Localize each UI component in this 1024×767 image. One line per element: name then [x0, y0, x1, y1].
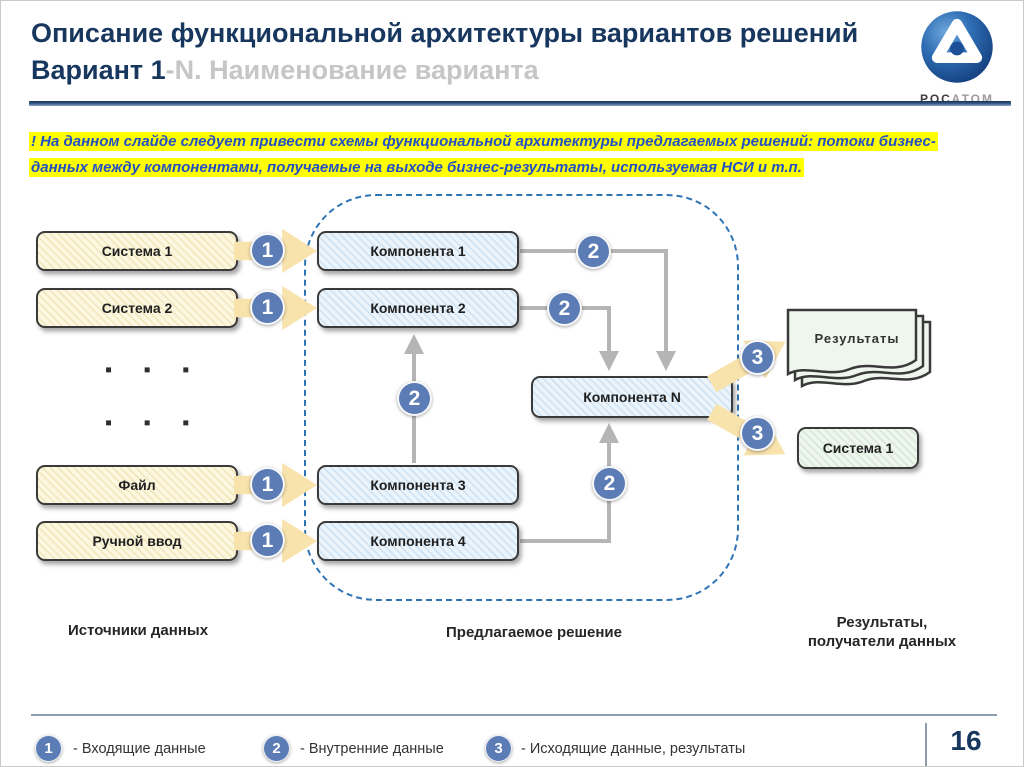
legend-marker-incoming: 1 [35, 735, 62, 762]
label-data-sources: Источники данных [67, 622, 209, 639]
marker-incoming: 1 [250, 290, 285, 325]
footer-divider [31, 714, 997, 716]
legend-marker-internal: 2 [263, 735, 290, 762]
sources-ellipsis: ▪ ▪ ▪ [105, 412, 203, 434]
label-results-line1: Результаты, [836, 614, 928, 631]
page-number: 16 [950, 725, 982, 756]
marker-incoming: 1 [250, 467, 285, 502]
instruction-note-text: ! На данном слайде следует привести схем… [29, 132, 938, 177]
title-variant-dark: Вариант 1 [31, 55, 166, 85]
output-box-system-1: Система 1 [797, 427, 919, 469]
source-box-label: Система 2 [101, 300, 173, 316]
label-proposed-solution: Предлагаемое решение [446, 624, 622, 641]
component-box-label: Компонента N [583, 389, 681, 405]
marker-internal: 2 [397, 381, 432, 416]
label-results-line2: получатели данных [807, 633, 957, 650]
marker-outgoing: 3 [740, 416, 775, 451]
component-box-3: Компонента 3 [317, 465, 519, 505]
legend-label-incoming: - Входящие данные [73, 741, 206, 757]
output-box-label: Система 1 [822, 440, 894, 456]
sources-ellipsis: ▪ ▪ ▪ [105, 359, 203, 381]
page-title-line1: Описание функциональной архитектуры вари… [31, 18, 859, 48]
marker-internal: 2 [547, 291, 582, 326]
page-title: Описание функциональной архитектуры вари… [31, 15, 911, 89]
results-stack-label: Результаты [814, 331, 900, 346]
marker-outgoing: 3 [740, 340, 775, 375]
results-document-stack-icon [786, 308, 932, 389]
source-box-system-2: Система 2 [36, 288, 238, 328]
page-title-line2: Вариант 1-N. Наименование варианта [31, 52, 911, 89]
legend-label-internal: - Внутренние данные [300, 741, 444, 757]
component-box-label: Компонента 4 [370, 533, 466, 549]
solution-dashed-frame [304, 194, 739, 601]
component-box-4: Компонента 4 [317, 521, 519, 561]
page-number-divider [925, 723, 927, 766]
component-box-1: Компонента 1 [317, 231, 519, 271]
source-box-manual-input: Ручной ввод [36, 521, 238, 561]
title-variant-gray: -N. Наименование варианта [165, 55, 539, 85]
source-box-label: Ручной ввод [92, 533, 182, 549]
component-box-n: Компонента N [531, 376, 733, 418]
instruction-note: ! На данном слайде следует привести схем… [29, 129, 941, 181]
header-divider [29, 101, 1011, 106]
rosatom-logo-icon [921, 11, 993, 83]
component-box-2: Компонента 2 [317, 288, 519, 328]
component-box-label: Компонента 1 [370, 243, 466, 259]
marker-incoming: 1 [250, 233, 285, 268]
component-box-label: Компонента 2 [370, 300, 466, 316]
component-box-label: Компонента 3 [370, 477, 466, 493]
source-box-label: Система 1 [101, 243, 173, 259]
source-box-system-1: Система 1 [36, 231, 238, 271]
marker-incoming: 1 [250, 523, 285, 558]
label-results-recipients: Результаты, получатели данных [789, 613, 975, 651]
legend-label-outgoing: - Исходящие данные, результаты [521, 741, 746, 757]
marker-internal: 2 [592, 466, 627, 501]
legend-marker-outgoing: 3 [485, 735, 512, 762]
source-box-file: Файл [36, 465, 238, 505]
source-box-label: Файл [118, 477, 156, 493]
marker-internal: 2 [576, 234, 611, 269]
rosatom-logo: РОСАТОМ [905, 9, 1009, 106]
